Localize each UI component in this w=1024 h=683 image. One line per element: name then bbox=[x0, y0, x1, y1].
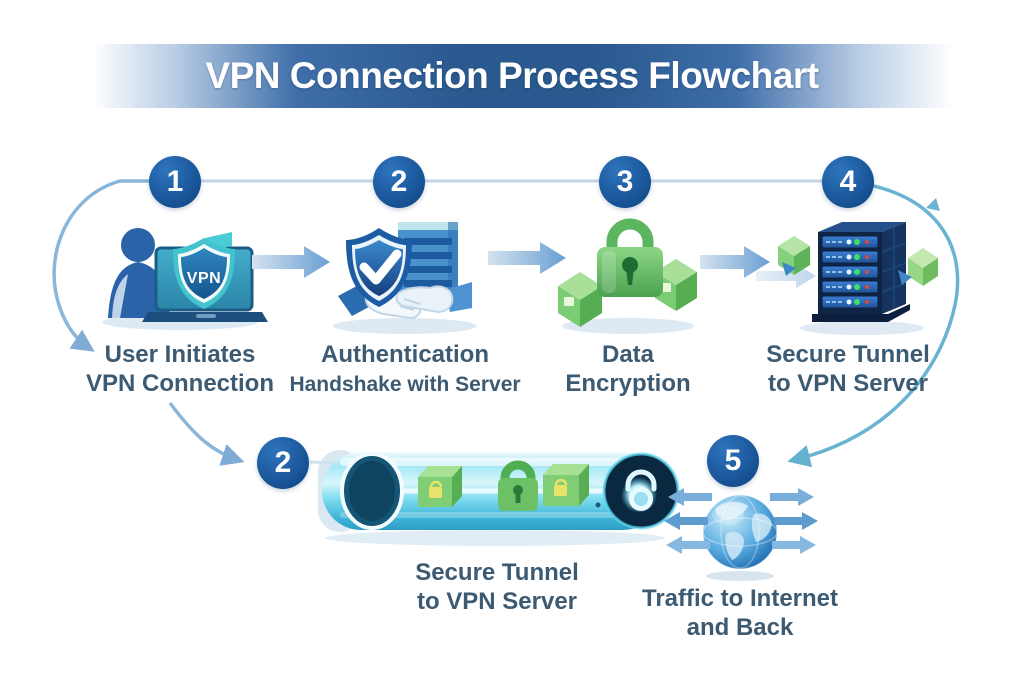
globe-traffic-icon bbox=[664, 488, 818, 581]
label-secure-tunnel-top: Secure Tunnel to VPN Server bbox=[766, 341, 930, 397]
label-traffic-internet: Traffic to Internet and Back bbox=[641, 585, 839, 641]
step-badge-1: 1 bbox=[149, 156, 201, 208]
step-badge-3: 3 bbox=[599, 156, 651, 208]
user-laptop-vpn-shield-icon: VPN bbox=[102, 228, 268, 330]
arrow-step1-step2-icon bbox=[252, 246, 330, 278]
step-number: 3 bbox=[616, 165, 634, 198]
arrow-step2-step3-icon bbox=[488, 242, 566, 274]
curved-arrow-step1-down bbox=[52, 179, 152, 352]
arrow-step3-step4-icon bbox=[700, 246, 770, 278]
step-badge-5: 5 bbox=[707, 435, 759, 487]
step-number: 4 bbox=[839, 165, 857, 198]
traffic-arrow-right-icon bbox=[774, 512, 818, 530]
padlock-data-cubes-icon bbox=[558, 218, 697, 334]
step-number: 2 bbox=[390, 165, 408, 198]
shield-check-handshake-icon bbox=[333, 222, 477, 334]
data-cube-right-icon bbox=[898, 248, 938, 286]
traffic-arrow-left-icon bbox=[668, 488, 712, 506]
server-rack-icon bbox=[800, 222, 924, 335]
curved-arrow-to-tunnel bbox=[168, 401, 245, 466]
curve-mid-arrowhead-icon bbox=[926, 198, 940, 211]
label-data-encryption: Data Encryption bbox=[565, 341, 691, 397]
step-number: 2 bbox=[274, 446, 292, 479]
step-number: 5 bbox=[724, 444, 742, 477]
secure-tunnel-icon bbox=[318, 450, 680, 546]
page-title: VPN Connection Process Flowchart bbox=[205, 55, 819, 96]
vpn-shield-label: VPN bbox=[187, 270, 221, 287]
step-badge-tunnel: 2 bbox=[257, 437, 309, 489]
traffic-arrow-right-icon bbox=[772, 536, 816, 554]
step-number: 1 bbox=[166, 165, 184, 198]
title-banner: VPN Connection Process Flowchart bbox=[0, 44, 1024, 108]
traffic-arrow-right-icon bbox=[770, 488, 814, 506]
traffic-arrow-left-icon bbox=[666, 536, 710, 554]
label-secure-tunnel-bottom: Secure Tunnel to VPN Server bbox=[415, 559, 579, 615]
label-authentication: Authentication Handshake with Server bbox=[289, 341, 521, 396]
step-badge-2: 2 bbox=[373, 156, 425, 208]
traffic-arrow-left-icon bbox=[664, 512, 708, 530]
curved-arrow-step4-to-step5 bbox=[787, 180, 960, 468]
step-badge-4: 4 bbox=[822, 156, 874, 208]
label-user-initiates: User Initiates VPN Connection bbox=[85, 341, 274, 397]
data-cube-left-icon bbox=[778, 236, 810, 276]
